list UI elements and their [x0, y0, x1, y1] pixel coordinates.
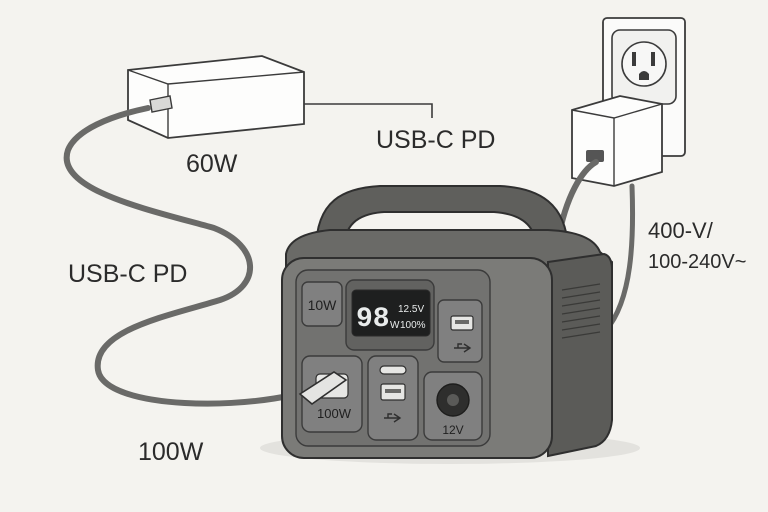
usb-c-pd-label-left: USB-C PD: [68, 260, 188, 288]
port-100w-label: 100W: [317, 406, 352, 421]
ac-range-label: 100-240V~: [648, 251, 747, 273]
leader-line: [304, 103, 433, 118]
usb-c-plug: [298, 371, 348, 406]
ac-cable-2: [603, 183, 636, 333]
display-unit: W: [390, 320, 400, 331]
usb-c-adapter: [127, 55, 305, 139]
power-station: [281, 185, 613, 459]
port-12v-label: 12V: [442, 423, 463, 437]
display-percent: 100%: [400, 320, 426, 331]
display-value: 98: [356, 304, 390, 335]
input-power-label: 100W: [138, 438, 204, 466]
usb-c-pd-label-top: USB-C PD: [376, 126, 496, 154]
adapter-power-label: 60W: [186, 150, 238, 178]
ac-voltage-label: 400-V/: [648, 218, 713, 243]
port-10w-label: 10W: [308, 297, 338, 313]
usb-c-cable: [63, 105, 321, 407]
display-voltage: 12.5V: [398, 304, 424, 315]
